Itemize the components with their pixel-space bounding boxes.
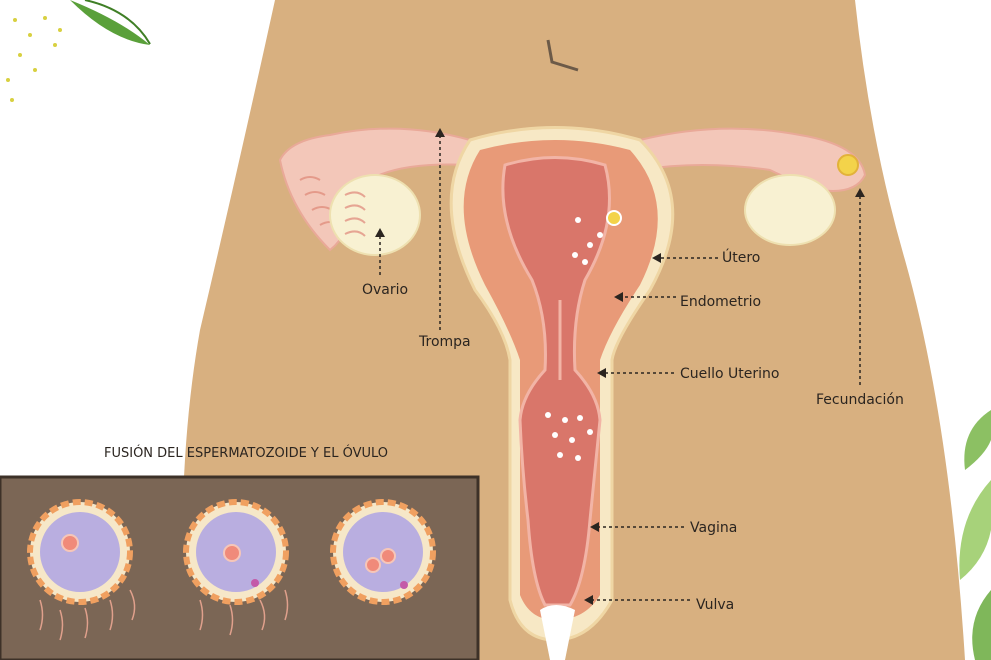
uterine-cavity <box>501 156 611 607</box>
inset-title: FUSIÓN DEL ESPERMATOZOIDE Y EL ÓVULO <box>104 446 389 461</box>
label-vagina: Vagina <box>690 520 738 536</box>
sperm-cells <box>545 217 603 461</box>
pointer-lines <box>379 135 861 601</box>
navel-mark <box>546 39 579 72</box>
ovum-stage-3 <box>330 499 436 605</box>
left-ovary-follicles <box>344 191 366 237</box>
vulva-opening <box>540 605 575 660</box>
ovum-in-uterus <box>606 210 622 226</box>
right-ovary <box>744 174 836 246</box>
label-ovario: Ovario <box>362 282 409 298</box>
sperm-tails <box>39 589 289 641</box>
right-fallopian-tube <box>639 127 867 192</box>
label-fecundacion: Fecundación <box>816 392 904 408</box>
pointer-arrowheads <box>375 128 865 605</box>
leaf-top-left <box>6 0 151 102</box>
fertilized-ovum <box>837 154 859 176</box>
label-vulva: Vulva <box>696 597 735 613</box>
label-utero: Útero <box>722 250 761 266</box>
label-trompa: Trompa <box>419 334 471 350</box>
left-ovary <box>329 174 421 256</box>
leaf-right <box>959 410 991 660</box>
label-endometrio: Endometrio <box>680 294 762 310</box>
label-cuello-uterino: Cuello Uterino <box>680 366 780 382</box>
ovum-stage-1 <box>27 499 133 605</box>
ovum-stage-2 <box>183 499 289 605</box>
